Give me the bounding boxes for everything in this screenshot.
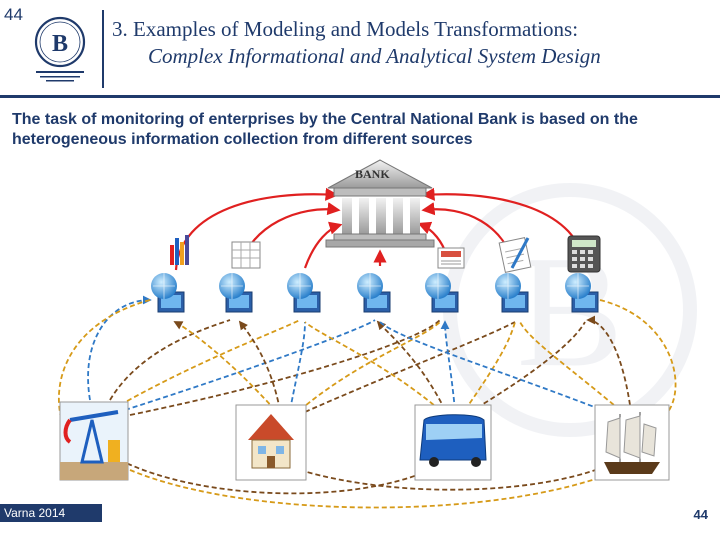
slide-number-top: 44 — [4, 5, 23, 24]
computer-icon — [357, 273, 391, 313]
calculator-icon — [567, 235, 601, 273]
spreadsheet-icon — [231, 241, 261, 269]
title-line-1: 3. Examples of Modeling and Models Trans… — [112, 17, 579, 41]
computer-icon — [425, 273, 459, 313]
footer-location-year: Varna 2014 — [0, 504, 102, 522]
house-icon — [235, 404, 307, 481]
header-divider — [102, 10, 104, 88]
header-rule — [0, 95, 720, 98]
slide-number-bottom: 44 — [693, 507, 708, 522]
document-pencil-icon — [498, 237, 532, 273]
university-logo: В — [34, 16, 86, 82]
sailing-ship-icon — [594, 404, 670, 481]
computer-icon — [151, 273, 185, 313]
computer-icon — [219, 273, 253, 313]
lead-text: The task of monitoring of enterprises by… — [12, 111, 638, 148]
bar-chart-icon — [170, 235, 189, 265]
dashed-connections — [57, 295, 677, 509]
information-flow-diagram — [57, 159, 677, 509]
slide-title: 3. Examples of Modeling and Models Trans… — [112, 16, 712, 70]
computer-icon — [287, 273, 321, 313]
computer-icon — [495, 273, 529, 313]
bus-icon — [414, 404, 492, 481]
bank-icon — [325, 159, 435, 248]
title-line-2: Complex Informational and Analytical Sys… — [148, 44, 601, 68]
oil-pump-icon — [59, 401, 129, 481]
computer-icon — [565, 273, 599, 313]
svg-text:В: В — [52, 31, 68, 57]
newspaper-icon — [437, 247, 465, 269]
bank-label: BANK — [355, 167, 390, 181]
